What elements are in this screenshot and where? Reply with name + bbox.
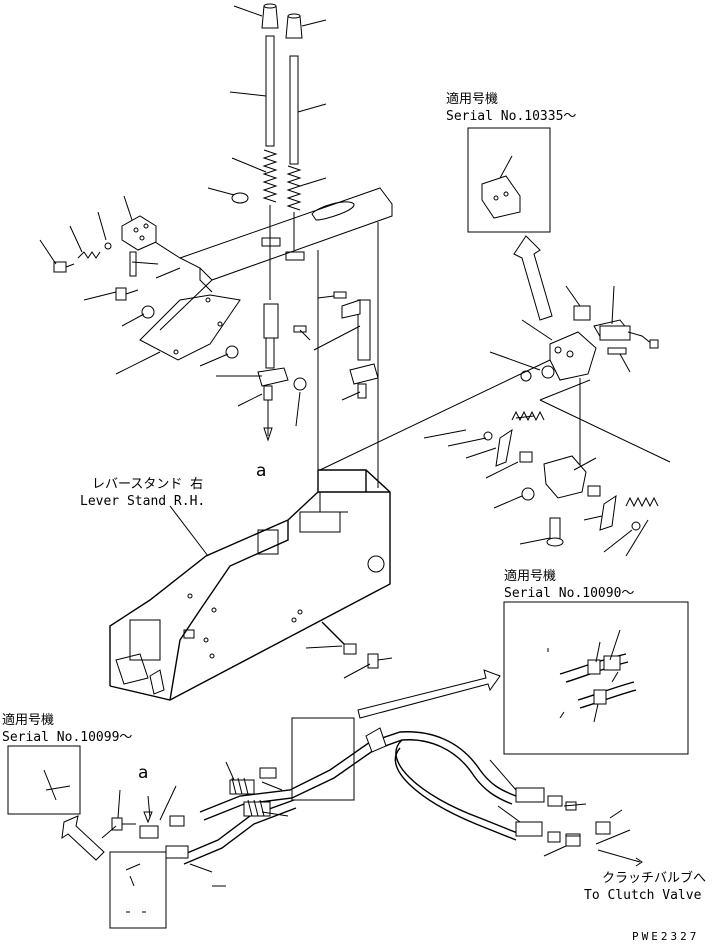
stopper-block — [121, 215, 157, 251]
serial-note-1-serial: Serial No.10335〜 — [446, 109, 576, 124]
pin-bolt-lower — [305, 621, 393, 679]
lever-stand-leader — [169, 505, 209, 557]
small-bolt-left — [53, 261, 75, 273]
leader-lines-top — [207, 5, 327, 197]
detail-box-3 — [7, 745, 81, 815]
serial-note-2-serial: Serial No.10090〜 — [504, 586, 634, 601]
detail-part-4 — [125, 863, 146, 913]
lever-knob-right — [285, 13, 303, 39]
cable-ends-right — [565, 821, 611, 847]
serial-note-3-title: 適用号機 — [2, 712, 54, 728]
detail-cable-clip — [547, 629, 637, 723]
detail-bracket-1 — [481, 155, 521, 219]
lever-knob-left — [261, 3, 279, 29]
limit-switch — [573, 305, 659, 349]
leader-lines-left — [39, 195, 161, 375]
detail-part-3 — [43, 769, 71, 801]
lever-arm-left — [257, 303, 289, 442]
pin-small-2 — [333, 291, 347, 299]
connection-lines — [319, 359, 671, 471]
leader-lines-right-bottom — [423, 415, 649, 557]
small-pin-right — [607, 347, 627, 355]
lever-arm-right — [341, 299, 379, 399]
lever-rod-right — [289, 55, 299, 165]
lever-stand-label-jp: レバースタンド 右 — [92, 477, 203, 492]
cable-ends-left — [111, 795, 189, 859]
clutch-valve-label-en: To Clutch Valve — [584, 888, 702, 903]
lever-rod-left — [265, 35, 275, 147]
cable-bracket-box — [291, 717, 355, 801]
leader-lines-bottom — [101, 759, 643, 887]
control-cable-lower — [179, 739, 581, 865]
bolt-left — [115, 287, 139, 301]
pin-small-1 — [293, 325, 307, 333]
drawing-code: PWE2327 — [632, 930, 699, 943]
pin-vertical — [129, 251, 137, 277]
detail-box-2 — [503, 601, 689, 755]
lever-stand-label-en: Lever Stand R.H. — [80, 494, 205, 509]
collar-2 — [293, 377, 307, 391]
switch-bracket — [520, 331, 597, 382]
detail-box-1 — [467, 127, 551, 233]
detail-box-4 — [109, 851, 167, 929]
cable-clamp — [365, 727, 387, 753]
serial-note-3-serial: Serial No.10099〜 — [2, 730, 132, 745]
leader-lines-right-top — [489, 285, 631, 373]
control-cable-upper — [199, 731, 577, 821]
switch-lower — [483, 410, 659, 547]
spring-left — [262, 149, 278, 203]
clutch-valve-label-jp: クラッチバルブへ — [602, 870, 706, 886]
marker-a-bottom: a — [138, 763, 148, 783]
callout-arrow-2 — [357, 669, 501, 719]
callout-arrow-1 — [513, 235, 553, 321]
spring-right — [286, 165, 302, 211]
serial-note-2-title: 適用号機 — [504, 568, 556, 584]
leader-lines-mid — [199, 295, 361, 427]
callout-arrow-3 — [61, 815, 105, 861]
serial-note-1-title: 適用号機 — [446, 91, 498, 107]
side-plate — [139, 294, 241, 361]
washer-left — [141, 305, 155, 319]
small-ball — [104, 242, 112, 250]
marker-a-mid: a — [256, 461, 266, 481]
collar-1 — [225, 345, 239, 359]
lever-stand-frame — [109, 222, 391, 701]
small-spring-left — [77, 251, 101, 259]
